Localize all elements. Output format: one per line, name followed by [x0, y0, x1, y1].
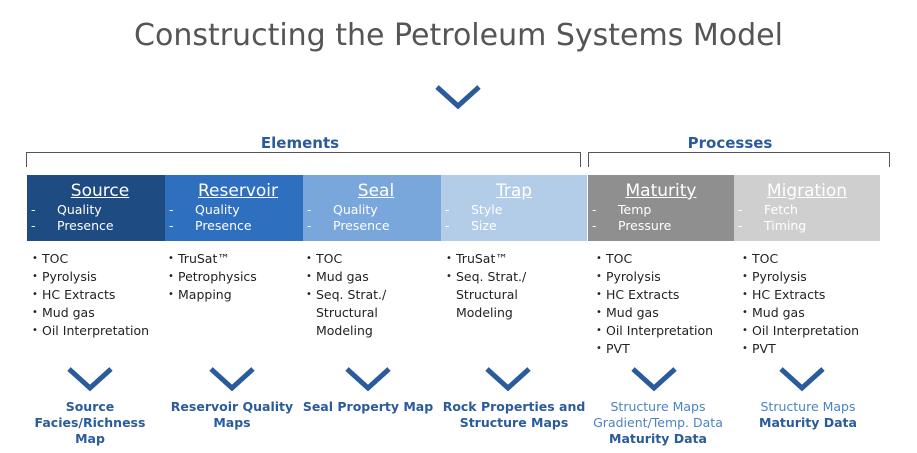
- chevron-down-icon: [345, 367, 391, 392]
- list-item: HC Extracts: [742, 286, 859, 304]
- maturity-output: Structure Maps Gradient/Temp. Data Matur…: [580, 399, 736, 447]
- box-sub-item: Timing: [734, 218, 880, 234]
- list-item: Structural: [316, 305, 378, 320]
- seal-box: Seal Quality Presence: [303, 175, 449, 241]
- box-title: Source: [70, 181, 130, 201]
- list-item: HC Extracts: [596, 286, 713, 304]
- list-item: TOC: [742, 250, 859, 268]
- chevron-down-icon: [631, 367, 677, 392]
- box-title: Reservoir: [198, 181, 278, 201]
- output-line: Structure Maps: [459, 415, 569, 430]
- list-item: PVT: [742, 340, 859, 358]
- box-sub-item: Size: [441, 218, 587, 234]
- list-item: Pyrolysis: [742, 268, 859, 286]
- output-line: Reservoir Quality: [170, 399, 294, 414]
- box-title: Migration: [766, 181, 848, 201]
- list-item: TOC: [596, 250, 713, 268]
- box-sub-item: Presence: [27, 218, 173, 234]
- seal-bullets: TOC Mud gas Seq. Strat./ Structural Mode…: [306, 250, 386, 340]
- list-item: HC Extracts: [32, 286, 149, 304]
- processes-bracket: [588, 152, 890, 167]
- list-item: Modeling: [456, 305, 513, 320]
- trap-bullets: TruSat™ Seq. Strat./ Structural Modeling: [446, 250, 526, 322]
- list-item: Seq. Strat./: [306, 286, 386, 304]
- chevron-down-icon: [67, 367, 113, 392]
- box-sub-item: Quality: [303, 202, 449, 218]
- list-item: Seq. Strat./: [446, 268, 526, 286]
- list-item: TruSat™: [446, 250, 526, 268]
- reservoir-output: Reservoir Quality Maps: [162, 399, 302, 431]
- box-sub-item: Quality: [27, 202, 173, 218]
- migration-bullets: TOC Pyrolysis HC Extracts Mud gas Oil In…: [742, 250, 859, 358]
- list-item: Modeling: [316, 323, 373, 338]
- box-sub-item: Presence: [165, 218, 311, 234]
- list-item: PVT: [596, 340, 713, 358]
- list-item: Mud gas: [306, 268, 386, 286]
- box-sub-item: Quality: [165, 202, 311, 218]
- trap-box: Trap Style Size: [441, 175, 587, 241]
- list-item: Petrophysics: [168, 268, 257, 286]
- list-item: Mapping: [168, 286, 257, 304]
- list-item: Oil Interpretation: [742, 322, 859, 340]
- migration-output: Structure Maps Maturity Data: [730, 399, 886, 431]
- page-title: Constructing the Petroleum Systems Model: [134, 18, 783, 53]
- output-line: Seal Property Map: [302, 399, 434, 414]
- box-sub-item: Presence: [303, 218, 449, 234]
- box-sub-item: Style: [441, 202, 587, 218]
- source-bullets: TOC Pyrolysis HC Extracts Mud gas Oil In…: [32, 250, 149, 340]
- list-item: TruSat™: [168, 250, 257, 268]
- output-line: Gradient/Temp. Data: [593, 415, 723, 430]
- chevron-down-icon: [209, 367, 255, 392]
- reservoir-bullets: TruSat™ Petrophysics Mapping: [168, 250, 257, 304]
- maturity-bullets: TOC Pyrolysis HC Extracts Mud gas Oil In…: [596, 250, 713, 358]
- output-line: Rock Properties and: [442, 399, 586, 414]
- list-item: TOC: [32, 250, 149, 268]
- maturity-box: Maturity Temp Pressure: [588, 175, 734, 241]
- migration-box: Migration Fetch Timing: [734, 175, 880, 241]
- output-line: Maturity Data: [759, 415, 857, 430]
- source-output: Source Facies/Richness Map: [20, 399, 160, 447]
- chevron-down-icon: [435, 85, 481, 110]
- list-item: Oil Interpretation: [596, 322, 713, 340]
- elements-label: Elements: [260, 134, 340, 152]
- list-item: Pyrolysis: [32, 268, 149, 286]
- trap-output: Rock Properties and Structure Maps: [436, 399, 592, 431]
- seal-output: Seal Property Map: [298, 399, 438, 415]
- output-line: Maps: [213, 415, 251, 430]
- list-item: Mud gas: [596, 304, 713, 322]
- output-line: Source: [65, 399, 115, 414]
- list-item: Mud gas: [32, 304, 149, 322]
- list-item: Oil Interpretation: [32, 322, 149, 340]
- list-item: TOC: [306, 250, 386, 268]
- chevron-down-icon: [779, 367, 825, 392]
- box-sub-item: Pressure: [588, 218, 734, 234]
- elements-bracket: [26, 152, 581, 167]
- list-item: Structural: [456, 287, 518, 302]
- box-title: Seal: [357, 181, 395, 201]
- box-title: Trap: [495, 181, 533, 201]
- output-line: Structure Maps: [760, 399, 856, 414]
- chevron-down-icon: [485, 367, 531, 392]
- reservoir-box: Reservoir Quality Presence: [165, 175, 311, 241]
- box-sub-item: Fetch: [734, 202, 880, 218]
- box-sub-item: Temp: [588, 202, 734, 218]
- list-item: Mud gas: [742, 304, 859, 322]
- source-box: Source Quality Presence: [27, 175, 173, 241]
- output-line: Facies/Richness: [34, 415, 146, 430]
- output-line: Map: [75, 431, 105, 446]
- list-item: Pyrolysis: [596, 268, 713, 286]
- box-title: Maturity: [625, 181, 697, 201]
- output-line: Maturity Data: [609, 431, 707, 446]
- processes-label: Processes: [687, 134, 773, 152]
- output-line: Structure Maps: [610, 399, 706, 414]
